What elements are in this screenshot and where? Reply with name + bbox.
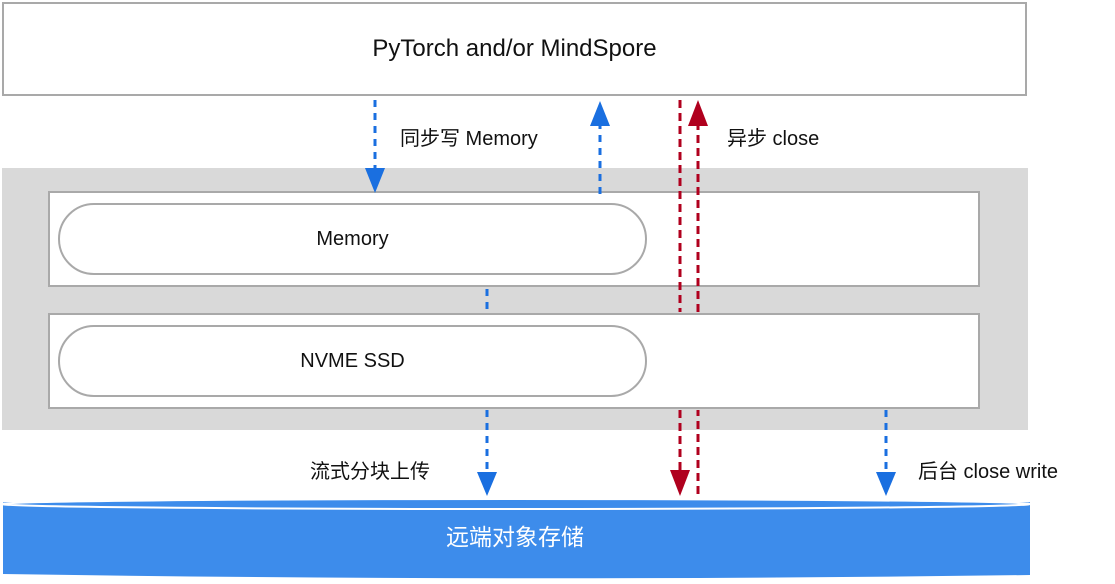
ssd-label: NVME SSD [300, 349, 405, 372]
memory-label: Memory [316, 227, 389, 250]
label-background-close: 后台 close write [918, 461, 1059, 483]
storage-top [1, 498, 1031, 510]
label-sync-write: 同步写 Memory [400, 128, 538, 150]
label-stream-upload: 流式分块上传 [310, 461, 430, 483]
remote-storage-node [1, 498, 1031, 579]
arrow-memory-return [590, 101, 610, 194]
framework-box: PyTorch and/or MindSpore [2, 2, 1027, 96]
arrow-sync-write [365, 100, 385, 193]
arrow-stream-upload [477, 410, 497, 496]
memory-node: Memory [58, 203, 647, 275]
remote-storage-label: 远端对象存储 [446, 524, 584, 550]
framework-title: PyTorch and/or MindSpore [372, 35, 657, 62]
arrow-async-close [688, 100, 708, 494]
label-async-close: 异步 close [727, 128, 820, 150]
storage-body [3, 502, 1030, 579]
arrow-background-close [876, 410, 896, 496]
ssd-node: NVME SSD [58, 325, 647, 397]
arrow-red-down [670, 100, 690, 496]
